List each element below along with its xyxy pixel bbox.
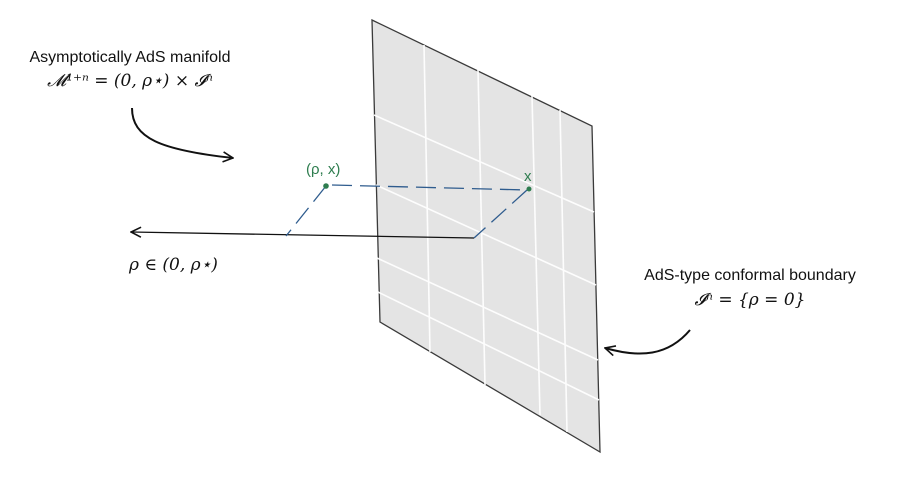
boundary-formula: 𝓘ⁿ = {ρ = 0} [695, 290, 806, 310]
boundary-plane [371, 18, 601, 454]
projection-dashes [285, 184, 528, 239]
manifold-formula: 𝓜¹⁺ⁿ = (0, ρ⋆) × 𝓘ⁿ [47, 71, 213, 91]
manifold-title: Asymptotically AdS manifold [30, 49, 231, 66]
rho-axis-label: ρ ∈ (0, ρ⋆) [128, 255, 218, 275]
rho-axis-arrow [131, 232, 475, 239]
boundary-pointer-arrow [605, 329, 691, 354]
point-x-label: x [524, 168, 532, 185]
boundary-title: AdS-type conformal boundary [644, 267, 856, 284]
point-rho-x [323, 183, 329, 189]
manifold-pointer-arrow [131, 107, 233, 158]
point-rho-x-label: (ρ, x) [306, 161, 340, 178]
plane-grid [373, 44, 600, 433]
point-x [526, 186, 532, 192]
